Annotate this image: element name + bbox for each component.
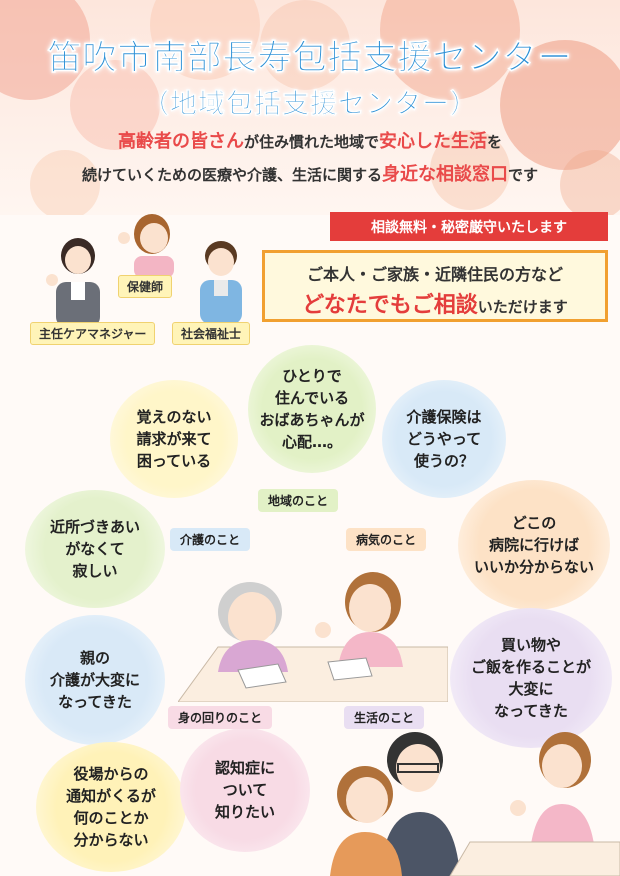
anyone-can-consult-box: ご本人・ご家族・近隣住民の方など どなたでもご相談いただけます	[262, 250, 608, 322]
box-highlight: どなたでもご相談	[302, 293, 478, 318]
concern-bubble-hospital: どこの 病院に行けば いいか分からない	[458, 480, 610, 610]
tag-illness: 病気のこと	[346, 528, 427, 551]
tag-care: 介護のこと	[170, 528, 251, 551]
concern-bubble-shopping: 買い物や ご飯を作ることが 大変に なってきた	[450, 608, 612, 748]
concern-bubble-parent-care: 親の 介護が大変に なってきた	[25, 615, 165, 745]
tag-personal: 身の回りのこと	[168, 706, 273, 729]
intro-line-2: 続けていくための医療や介護、生活に関する身近な相談窓口です	[0, 160, 620, 186]
staff-label-nurse: 保健師	[118, 275, 173, 298]
box-line-2: どなたでもご相談いただけます	[265, 287, 605, 319]
free-confidential-banner: 相談無料・秘密厳守いたします	[330, 212, 608, 241]
page-title: 笛吹市南部長寿包括支援センター	[47, 38, 573, 79]
concern-bubble-insurance: 介護保険は どうやって 使うの？	[382, 380, 506, 498]
intro-text: 続けていくための医療や介護、生活に関する	[81, 166, 382, 184]
box-line-2-rest: いただけます	[477, 298, 568, 316]
intro-text: が住み慣れた地域で	[243, 133, 379, 151]
staff-label-care-manager: 主任ケアマネジャー	[30, 322, 156, 345]
intro-line-1: 高齢者の皆さんが住み慣れた地域で安心した生活を	[0, 127, 620, 153]
intro-highlight-secure-life: 安心した生活	[379, 131, 487, 152]
concern-bubble-dementia: 認知症に ついて 知りたい	[180, 728, 310, 852]
box-line-1: ご本人・ご家族・近隣住民の方など	[306, 265, 563, 284]
header-background	[0, 0, 620, 215]
consultation-illustration	[178, 572, 448, 702]
public-health-nurse-illustration	[118, 214, 174, 278]
concern-bubble-lonely: 近所づきあい がなくて 寂しい	[25, 490, 165, 608]
intro-highlight-seniors: 高齢者の皆さん	[117, 131, 244, 152]
concern-bubble-notice: 役場からの 通知がくるが 何のことか 分からない	[36, 742, 186, 872]
staff-label-social-worker: 社会福祉士	[172, 322, 251, 345]
intro-text: です	[508, 166, 539, 184]
concern-bubble-grandma: ひとりで 住んでいる おばあちゃんが 心配…。	[248, 345, 376, 473]
family-consultation-illustration	[330, 732, 620, 876]
intro-text: を	[487, 133, 503, 151]
page-subtitle: （地域包括支援センター）	[142, 89, 478, 121]
social-worker-illustration	[200, 241, 242, 324]
intro-highlight-consult-desk: 身近な相談窓口	[382, 164, 508, 185]
tag-community: 地域のこと	[258, 489, 339, 512]
concern-bubble-bill: 覚えのない 請求が来て 困っている	[110, 380, 238, 498]
tag-life: 生活のこと	[344, 706, 425, 729]
care-manager-illustration	[46, 238, 100, 327]
